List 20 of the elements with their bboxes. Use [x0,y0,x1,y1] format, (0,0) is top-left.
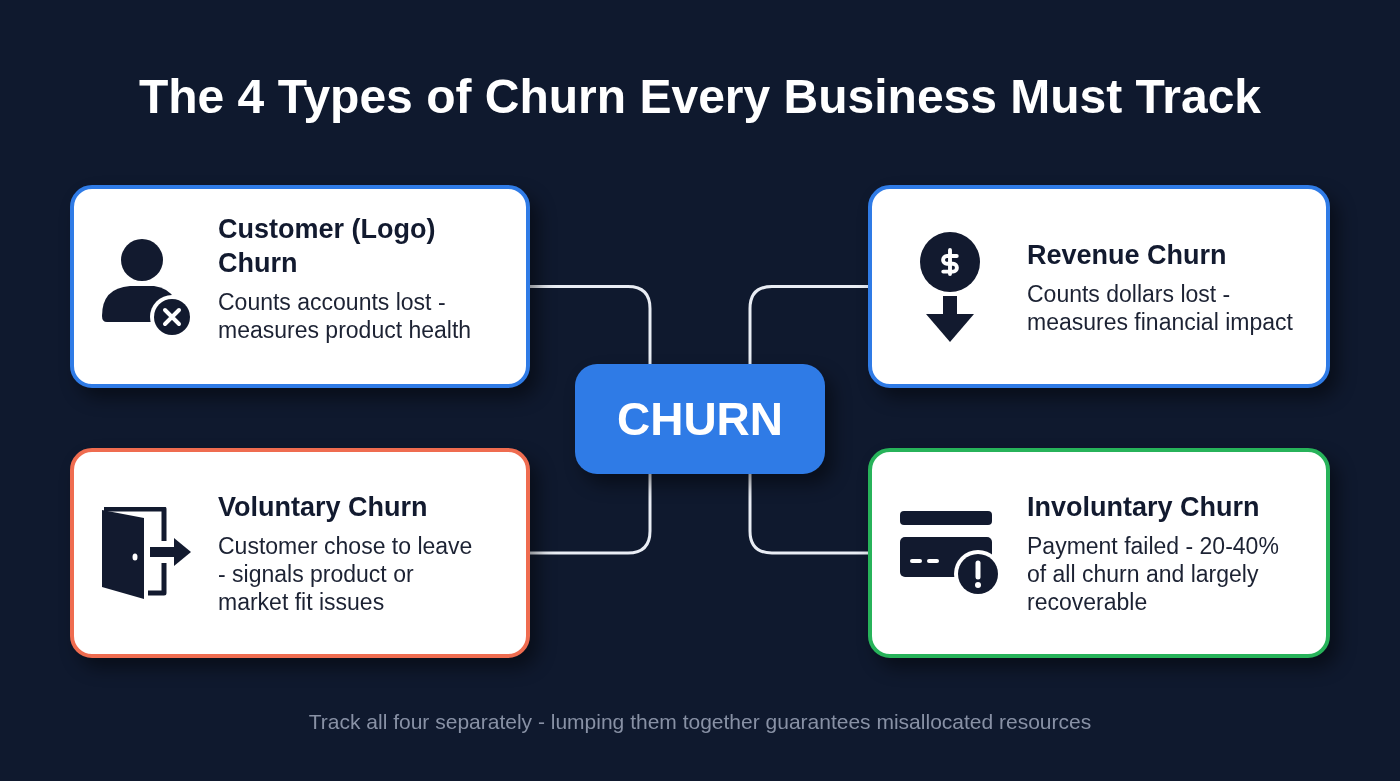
connector-line [748,285,868,364]
churn-type-card [70,185,530,388]
connector-line [530,285,652,364]
card-heading: Revenue Churn [1027,238,1228,272]
footer-note: Track all four separately - lumping them together guarantees misallocated resources [307,709,1093,735]
diagram-title: The 4 Types of Churn Every Business Must Track [137,69,1263,125]
card-heading: Involuntary Churn [1027,491,1261,524]
card-description: Counts accounts lost - measures product health [218,287,473,344]
card-description: Customer chose to leave - signals product or market fit issues [218,532,474,616]
connector-line [748,474,868,555]
card-description: Counts dollars lost - measures financial impact [1027,279,1294,336]
churn-type-card [868,185,1330,388]
connector-line [530,474,652,555]
card-heading: Voluntary Churn [218,491,429,524]
central-hub [575,364,825,474]
card-description: Payment failed - 20-40% of all churn and largely recoverable [1027,532,1280,616]
churn-type-card [70,448,530,658]
hub-label: CHURN [616,392,784,446]
churn-type-card [868,448,1330,658]
card-heading: Customer (Logo) Churn [218,212,437,280]
